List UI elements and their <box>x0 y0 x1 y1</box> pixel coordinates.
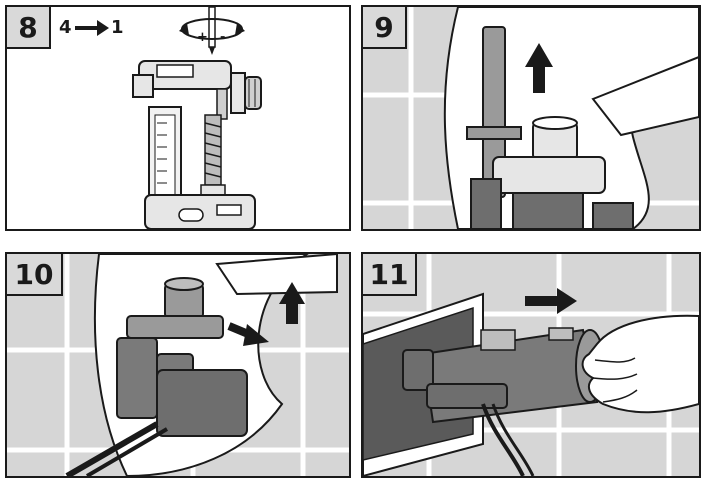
arrow-up-icon <box>525 43 553 93</box>
step-8-illustration: + - <box>75 7 262 229</box>
pipes <box>65 421 169 476</box>
removal-lever <box>466 26 522 198</box>
arrow-down-right-icon <box>227 322 269 346</box>
pipes <box>481 403 535 476</box>
rotation-to-label: 1 <box>111 17 124 38</box>
fill-valve-head <box>132 60 232 120</box>
plus-sign: + <box>197 30 208 45</box>
step-11-panel: 11 <box>361 252 701 478</box>
step-11-illustration <box>363 254 699 476</box>
step-10-illustration <box>7 254 349 476</box>
adjustment-knob <box>230 72 262 114</box>
step-11-badge: 11 <box>363 254 417 296</box>
minus-sign: - <box>220 30 225 45</box>
step-9-illustration <box>363 7 699 229</box>
arrow-right-icon <box>525 288 577 314</box>
step-8-badge: 8 <box>7 7 51 49</box>
flush-plate <box>591 55 699 137</box>
screwdriver-icon <box>208 7 216 55</box>
graduated-tube <box>148 106 182 204</box>
flush-valve <box>470 116 634 229</box>
arrow-right-icon <box>75 20 109 36</box>
step-9-badge: 9 <box>363 7 407 49</box>
step-8-panel: 8 4 1 + - <box>5 5 351 231</box>
step-10-panel: 10 <box>5 252 351 478</box>
step-10-badge: 10 <box>7 254 63 296</box>
flush-valve <box>116 277 248 437</box>
arrow-up-icon <box>279 282 305 324</box>
step-9-panel: 9 <box>361 5 701 231</box>
rotation-from-label: 4 <box>59 17 72 38</box>
flush-plate <box>215 254 338 296</box>
cistern-opening <box>93 254 309 476</box>
hand-icon <box>581 314 699 414</box>
spring <box>200 114 226 200</box>
rotate-arrows-icon <box>179 18 245 40</box>
valve-base <box>144 194 256 229</box>
